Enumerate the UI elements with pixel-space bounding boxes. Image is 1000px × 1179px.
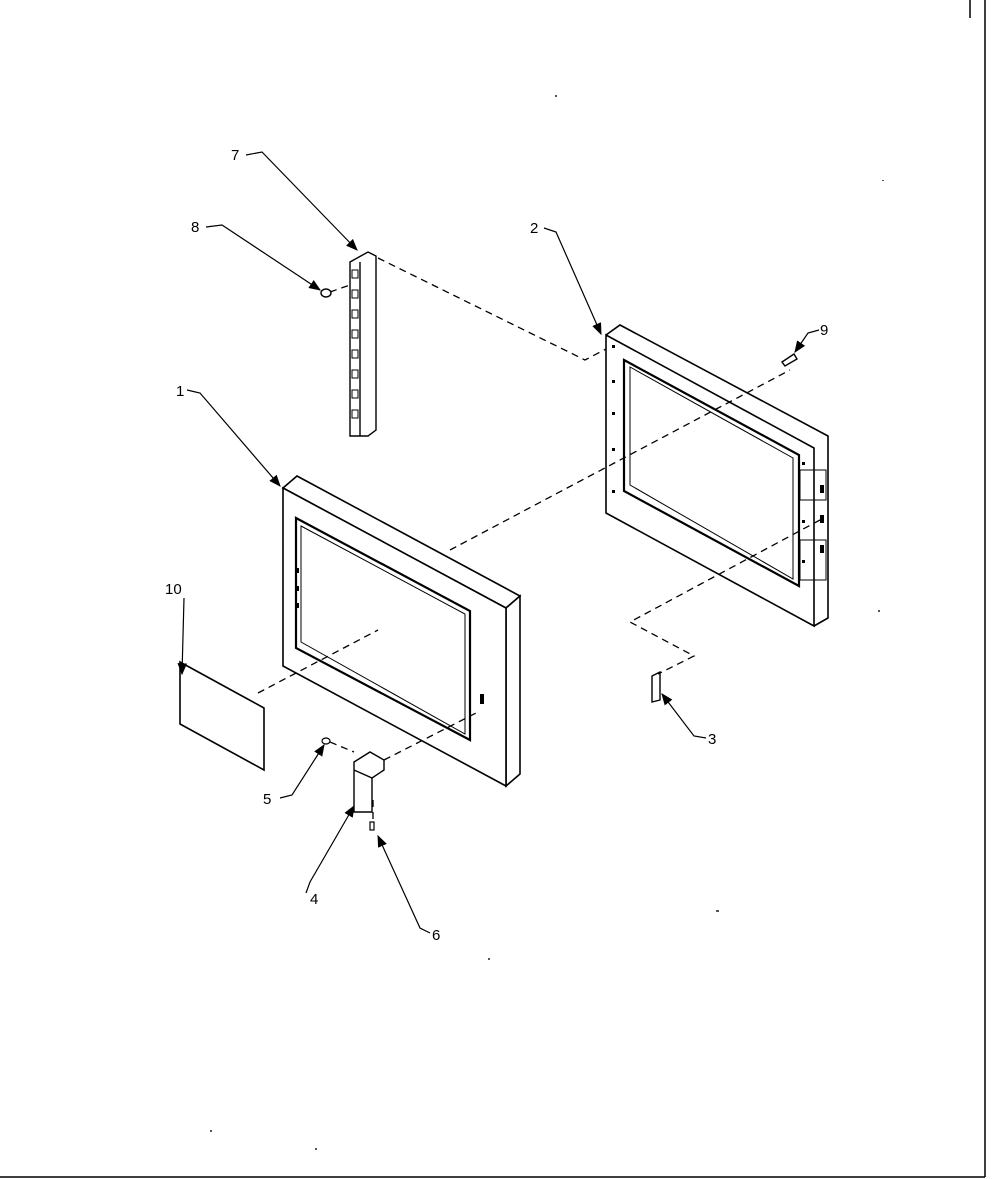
screw-6 <box>369 821 375 831</box>
scan-specks <box>210 95 884 1150</box>
screw-5 <box>321 737 331 745</box>
door-front-frame <box>281 475 522 788</box>
callout-2: 2 <box>530 220 538 237</box>
hinge-bracket <box>349 251 377 437</box>
callout-10: 10 <box>165 581 182 598</box>
latch <box>651 670 661 703</box>
callout-4: 4 <box>310 891 318 908</box>
callout-8: 8 <box>191 219 199 236</box>
assembly-lines <box>257 257 821 822</box>
screw-8 <box>320 288 332 298</box>
latch-housing <box>353 751 385 813</box>
callout-3: 3 <box>708 731 716 748</box>
callout-7: 7 <box>231 147 239 164</box>
callout-labels: 1 2 3 4 5 6 7 8 9 10 <box>165 147 828 944</box>
callout-6: 6 <box>432 927 440 944</box>
callout-1: 1 <box>176 383 184 400</box>
leader-lines <box>177 151 820 934</box>
callout-5: 5 <box>263 791 271 808</box>
door-inner-panel <box>605 324 829 628</box>
screw-9 <box>780 353 798 367</box>
callout-9: 9 <box>820 322 828 339</box>
window-glass <box>179 660 265 772</box>
